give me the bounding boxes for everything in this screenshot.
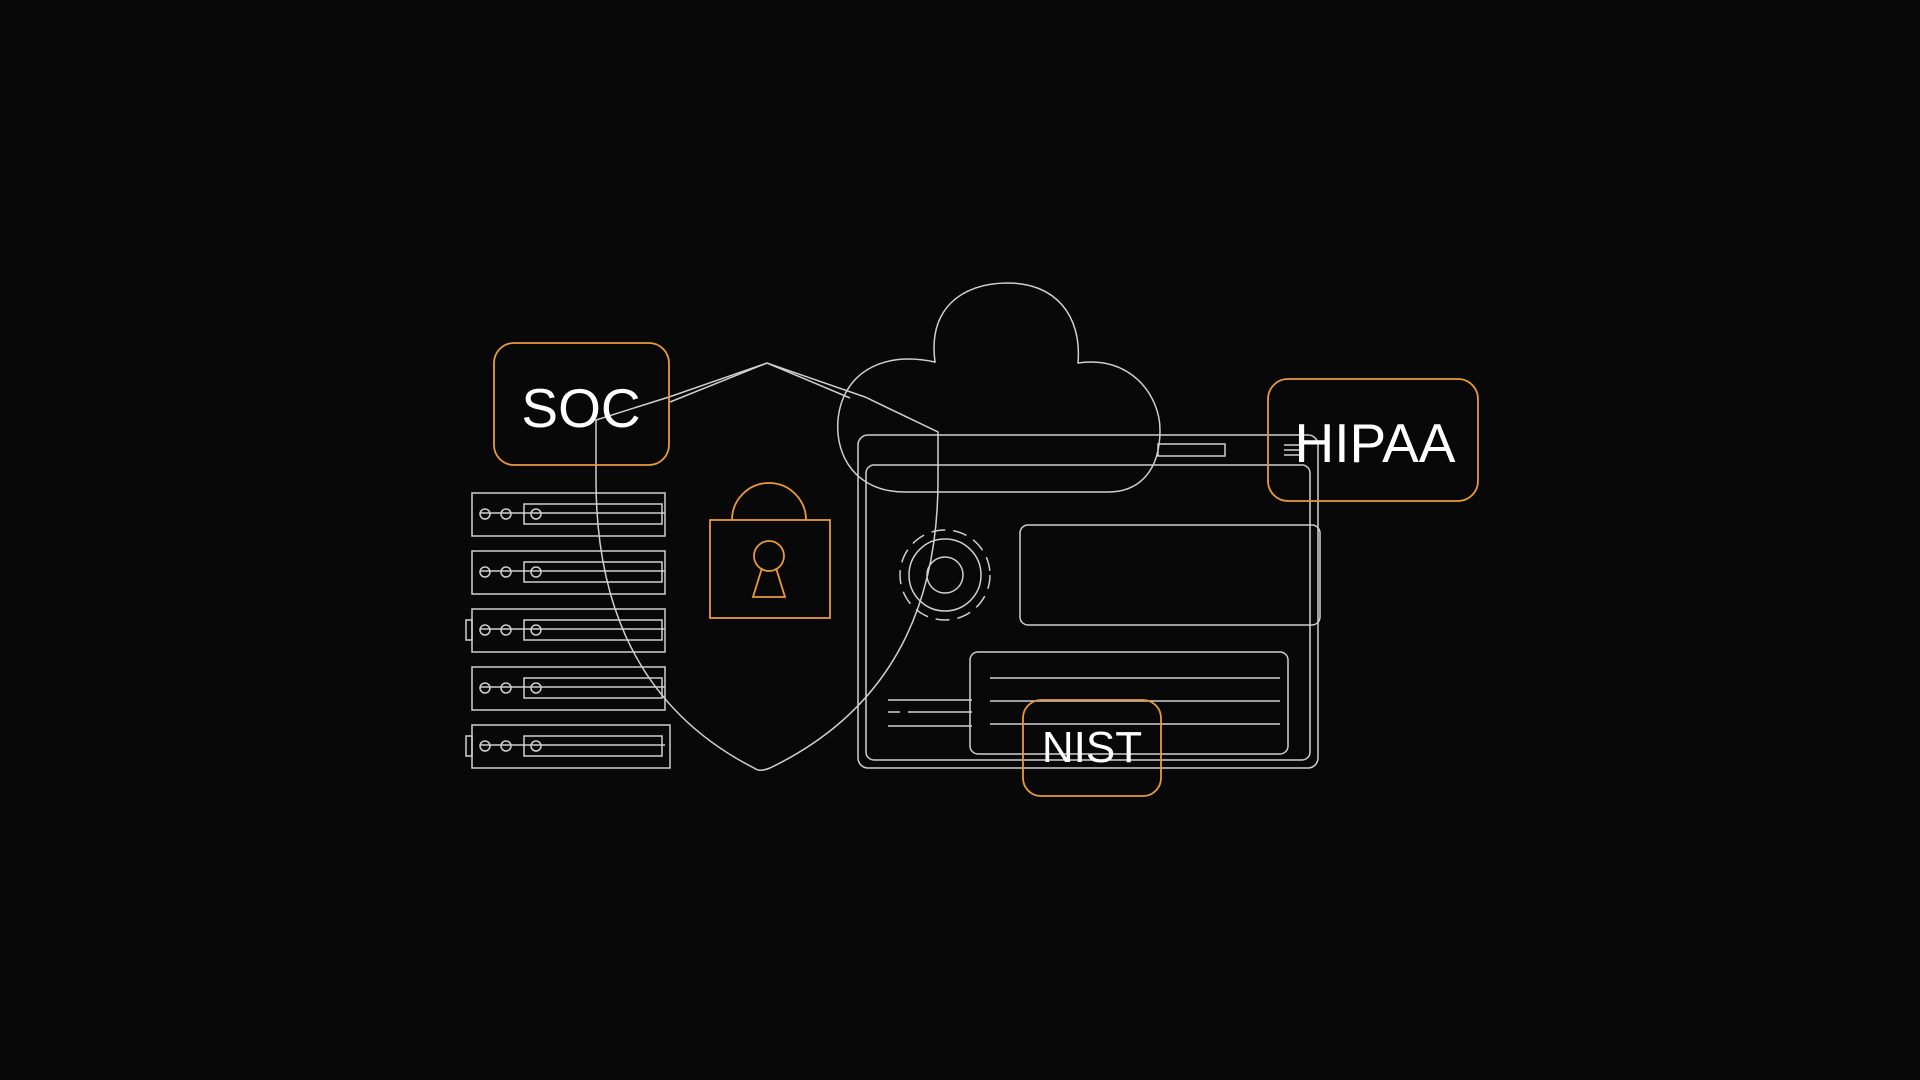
hipaa-label: HIPAA	[1295, 412, 1456, 474]
hipaa-badge: HIPAA	[1267, 378, 1479, 502]
server-unit	[465, 724, 671, 769]
connector-line	[766, 362, 851, 399]
server-unit	[471, 666, 666, 711]
server-unit	[471, 550, 666, 595]
soc-label: SOC	[521, 377, 640, 439]
connector-line	[669, 362, 768, 403]
text-lines	[888, 699, 972, 727]
server-rack-icon	[465, 492, 671, 769]
cloud-icon	[836, 282, 1161, 493]
browser-window-icon	[857, 434, 1321, 769]
nist-badge: NIST	[1022, 699, 1162, 797]
menu-icon	[1284, 444, 1304, 456]
server-unit	[465, 608, 666, 653]
shield-icon	[595, 362, 939, 771]
padlock-icon	[709, 482, 831, 619]
soc-badge: SOC	[493, 342, 670, 466]
nist-label: NIST	[1042, 723, 1142, 772]
server-unit	[471, 492, 666, 537]
